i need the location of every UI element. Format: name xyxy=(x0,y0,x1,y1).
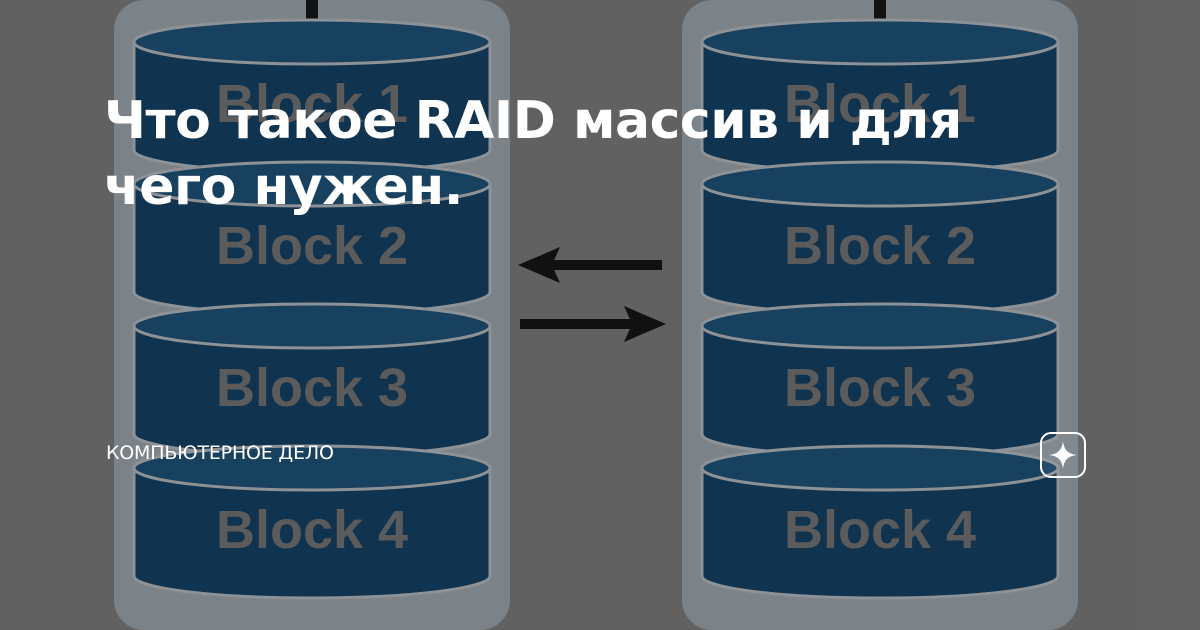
article-title[interactable]: Что такое RAID массив и для чего нужен. xyxy=(104,88,1064,220)
right-disk-1: Block 1 xyxy=(700,18,1060,174)
left-disk-top xyxy=(132,160,492,208)
left-disk-top xyxy=(132,302,492,350)
left-disk-body xyxy=(132,466,492,600)
left-disk-4: Block 4 xyxy=(132,444,492,600)
sync-arrows xyxy=(518,247,666,342)
right-disk-label: Block 4 xyxy=(784,500,976,560)
arrow-left-icon xyxy=(518,247,662,283)
left-disk-label: Block 3 xyxy=(216,358,408,418)
left-disk-top xyxy=(132,18,492,66)
left-disk-2: Block 2 xyxy=(132,160,492,316)
right-disk-4: Block 4 xyxy=(700,444,1060,600)
left-disk-label: Block 4 xyxy=(216,500,408,560)
right-disk-label: Block 1 xyxy=(784,74,976,134)
right-disk-label: Block 2 xyxy=(784,216,976,276)
left-disk-label: Block 2 xyxy=(216,216,408,276)
left-disk-1: Block 1 xyxy=(132,18,492,174)
sparkle-icon xyxy=(1049,441,1077,469)
left-disk-top xyxy=(132,444,492,492)
right-disk-stack: Block 1 Block 2 Block 3 Block 4 xyxy=(682,0,1078,630)
left-disk-label: Block 1 xyxy=(216,74,408,134)
right-disk-top xyxy=(700,18,1060,66)
left-disk-stack: Block 1 Block 2 Block 3 Block 4 xyxy=(114,0,510,630)
right-disk-top xyxy=(700,302,1060,350)
right-disk-body xyxy=(700,466,1060,600)
title-line-2: чего нужен. xyxy=(104,157,463,217)
right-disk-2: Block 2 xyxy=(700,160,1060,316)
channel-name[interactable]: КОМПЬЮТЕРНОЕ ДЕЛО xyxy=(106,442,334,464)
right-disk-top xyxy=(700,160,1060,208)
right-disk-top xyxy=(700,444,1060,492)
title-line-1: Что такое RAID массив и для xyxy=(104,91,962,151)
arrow-right-icon xyxy=(520,306,666,342)
right-disk-label: Block 3 xyxy=(784,358,976,418)
zen-star-icon[interactable] xyxy=(1040,432,1086,478)
